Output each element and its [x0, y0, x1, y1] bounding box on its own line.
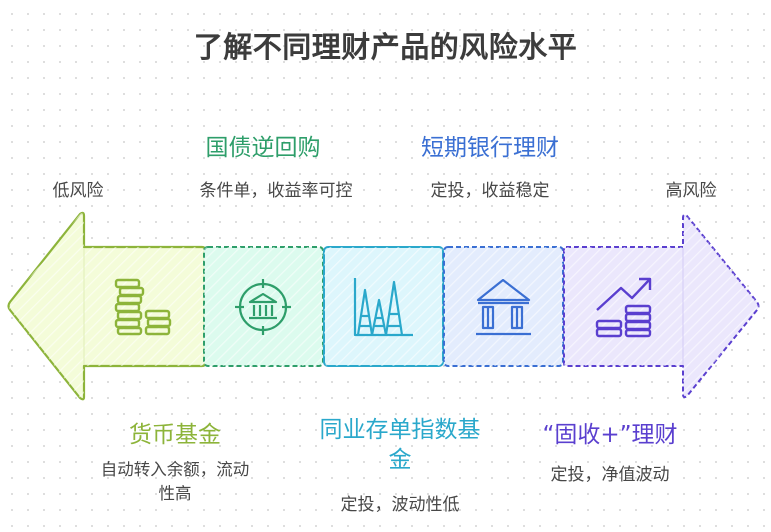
title-line: 金	[388, 447, 412, 473]
box-ncd-index-fund	[323, 246, 444, 367]
product-desc-fixed-income-plus: 定投，净值波动	[550, 465, 670, 485]
triangle-chart-icon	[353, 278, 413, 337]
coin-stacks-icon	[114, 278, 172, 336]
title-line: 同业存单指数基	[319, 417, 481, 443]
box-short-term-bank	[443, 246, 564, 367]
product-title-money-fund: 货币基金	[129, 422, 221, 448]
product-desc-ncd-index-fund: 定投，波动性低	[340, 495, 460, 515]
product-title-short-term-bank: 短期银行理财	[421, 135, 559, 161]
page-title: 了解不同理财产品的风险水平	[193, 30, 578, 64]
target-bank-icon	[235, 279, 291, 335]
product-title-treasury-repo: 国债逆回购	[205, 135, 321, 161]
desc-line: 自动转入余额，流动	[100, 460, 250, 479]
low-risk-label: 低风险	[52, 181, 104, 201]
product-desc-treasury-repo: 条件单，收益率可控	[199, 181, 353, 201]
product-desc-short-term-bank: 定投，收益稳定	[430, 181, 550, 201]
product-desc-money-fund: 自动转入余额，流动 性高	[80, 458, 270, 506]
product-title-ncd-index-fund: 同业存单指数基 金	[300, 415, 500, 475]
right-arrow-head	[563, 213, 760, 399]
product-title-fixed-income-plus: “固收+”理财	[542, 422, 678, 448]
desc-line: 性高	[158, 484, 192, 503]
bank-icon	[476, 278, 531, 336]
left-arrow-head	[7, 211, 207, 401]
box-treasury-repo	[203, 246, 324, 367]
high-risk-label: 高风险	[665, 181, 717, 201]
growth-coins-icon	[595, 277, 652, 338]
